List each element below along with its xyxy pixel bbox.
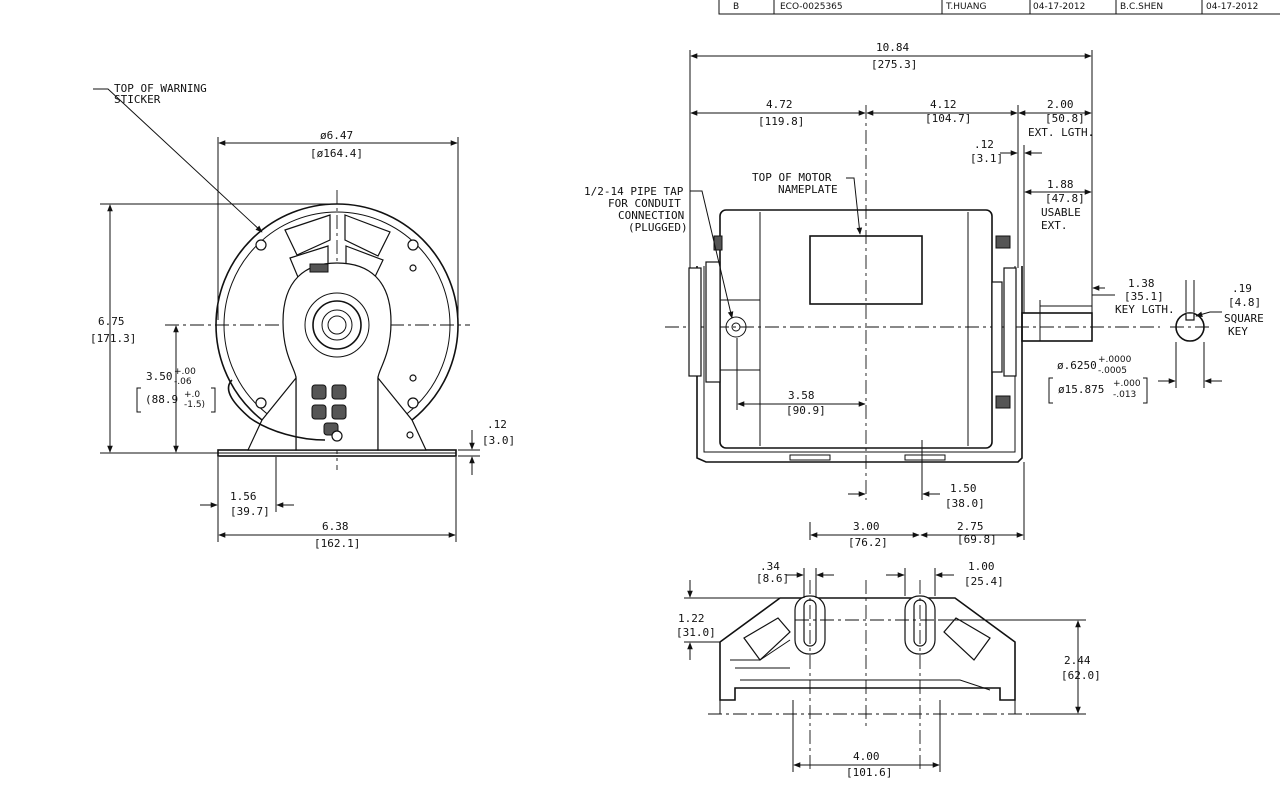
note-nameplate-2: NAMEPLATE — [778, 183, 838, 196]
dim-center-mm-tol-minus: -1.5) — [184, 400, 205, 410]
dim-key-label-1: SQUARE — [1224, 312, 1264, 325]
dim-key-label-2: KEY — [1228, 325, 1248, 338]
dim-overall-mm: [275.3] — [871, 58, 917, 71]
dim-slot-length: 1.00 — [968, 560, 995, 573]
dim-usable-label-2: EXT. — [1041, 219, 1068, 232]
dim-right-length-mm: [104.7] — [925, 112, 971, 125]
note-nameplate-1: TOP OF MOTOR — [752, 171, 832, 184]
dim-key-size: .19 — [1232, 282, 1252, 295]
note-warning-sticker-1: TOP OF WARNING — [114, 82, 207, 95]
dim-left-length: 4.72 — [766, 98, 793, 111]
drawn-date: 04-17-2012 — [1033, 2, 1085, 12]
note-pipe-tap-4: (PLUGGED) — [628, 221, 688, 234]
dim-base-offset-mm: [38.0] — [945, 497, 985, 510]
dim-center-height: 3.50 — [146, 370, 173, 383]
nameplate-outline — [809, 235, 923, 305]
dim-shaft-diameter: ø.6250 — [1057, 359, 1097, 372]
shaft-outline — [1021, 312, 1093, 342]
dim-slot-offset: 1.22 — [678, 612, 705, 625]
dim-overall: 10.84 — [876, 41, 909, 54]
dim-slot-length-mm: [25.4] — [964, 575, 1004, 588]
dim-hole-span-mm: [101.6] — [846, 766, 892, 779]
dim-depth-mm: [62.0] — [1061, 669, 1101, 682]
dim-base-thk-mm: [3.0] — [482, 434, 515, 447]
dim-shaft-tol-plus: +.0000 — [1098, 355, 1132, 365]
dim-right-length: 4.12 — [930, 98, 957, 111]
dim-center-mm-tol-plus: +.0 — [184, 390, 200, 400]
dim-height-mm: [171.3] — [90, 332, 136, 345]
dim-key-size-mm: [4.8] — [1228, 296, 1261, 309]
approved-date: 04-17-2012 — [1206, 2, 1258, 12]
dim-key-length-mm: [35.1] — [1124, 290, 1164, 303]
dim-usable-mm: [47.8] — [1045, 192, 1085, 205]
dim-base-offset: 1.50 — [950, 482, 977, 495]
motor-body — [719, 209, 993, 449]
dim-foot-offset: 1.56 — [230, 490, 257, 503]
dim-ext-length: 2.00 — [1047, 98, 1074, 111]
note-pipe-tap-2: FOR CONDUIT — [608, 197, 681, 210]
dim-foot-offset-mm: [39.7] — [230, 505, 270, 518]
drawn-by: T.HUANG — [945, 2, 987, 12]
revision-letter: B — [733, 2, 739, 12]
dim-tap-location-mm: [90.9] — [786, 404, 826, 417]
dim-slot-span: 3.00 — [853, 520, 880, 533]
dim-ext-length-mm: [50.8] — [1045, 112, 1085, 125]
dim-depth: 2.44 — [1064, 654, 1091, 667]
dim-center-tol-minus: -.06 — [174, 377, 192, 387]
revision-table: B ECO-0025365 T.HUANG 04-17-2012 B.C.SHE… — [718, 0, 1280, 15]
dim-diameter: ø6.47 — [320, 129, 353, 142]
dim-ext-label: EXT. LGTH. — [1028, 126, 1094, 139]
base-outline — [719, 597, 1016, 701]
dim-usable: 1.88 — [1047, 178, 1074, 191]
dim-base-width-mm: [162.1] — [314, 537, 360, 550]
dim-shaft-tol-minus: -.0005 — [1098, 366, 1127, 376]
dim-diameter-mm: [ø164.4] — [310, 147, 363, 160]
dim-hole-span: 4.00 — [853, 750, 880, 763]
dim-usable-label-1: USABLE — [1041, 206, 1081, 219]
dim-base-thk: .12 — [487, 418, 507, 431]
dim-key-length-label: KEY LGTH. — [1115, 303, 1175, 316]
approved-by: B.C.SHEN — [1120, 2, 1163, 12]
dim-shaft-diameter-mm: ø15.875 — [1058, 383, 1104, 396]
dim-shoulder: .12 — [974, 138, 994, 151]
dim-shoulder-mm: [3.1] — [970, 152, 1003, 165]
dim-to-end-mm: [69.8] — [957, 533, 997, 546]
side-view: 10.84 [275.3] 4.72 [119.8] 4.12 [104.7] … — [584, 41, 1264, 510]
dim-shaft-mm-tol-plus: +.000 — [1113, 379, 1141, 389]
end-view: TOP OF WARNING STICKER ø6.47 [ø164.4] 6.… — [90, 82, 515, 550]
dim-shaft-mm-tol-minus: -.013 — [1113, 390, 1136, 400]
dim-center-tol-plus: +.00 — [174, 367, 196, 377]
dim-left-length-mm: [119.8] — [758, 115, 804, 128]
dim-center-mm: (88.9 — [145, 393, 178, 406]
eco-number: ECO-0025365 — [780, 2, 843, 12]
note-warning-sticker-2: STICKER — [114, 93, 161, 106]
note-pipe-tap-1: 1/2-14 PIPE TAP — [584, 185, 684, 198]
dim-slot-width-mm: [8.6] — [756, 572, 789, 585]
dim-slot-offset-mm: [31.0] — [676, 626, 716, 639]
dim-height: 6.75 — [98, 315, 125, 328]
dim-to-end: 2.75 — [957, 520, 984, 533]
dim-key-length: 1.38 — [1128, 277, 1155, 290]
dim-tap-location: 3.58 — [788, 389, 815, 402]
base-view: 3.00 [76.2] 2.75 [69.8] .34 [8.6] 1.00 [… — [676, 462, 1101, 779]
dim-slot-span-mm: [76.2] — [848, 536, 888, 549]
dim-slot-width: .34 — [760, 560, 780, 573]
note-pipe-tap-3: CONNECTION — [618, 209, 684, 222]
dim-base-width: 6.38 — [322, 520, 349, 533]
